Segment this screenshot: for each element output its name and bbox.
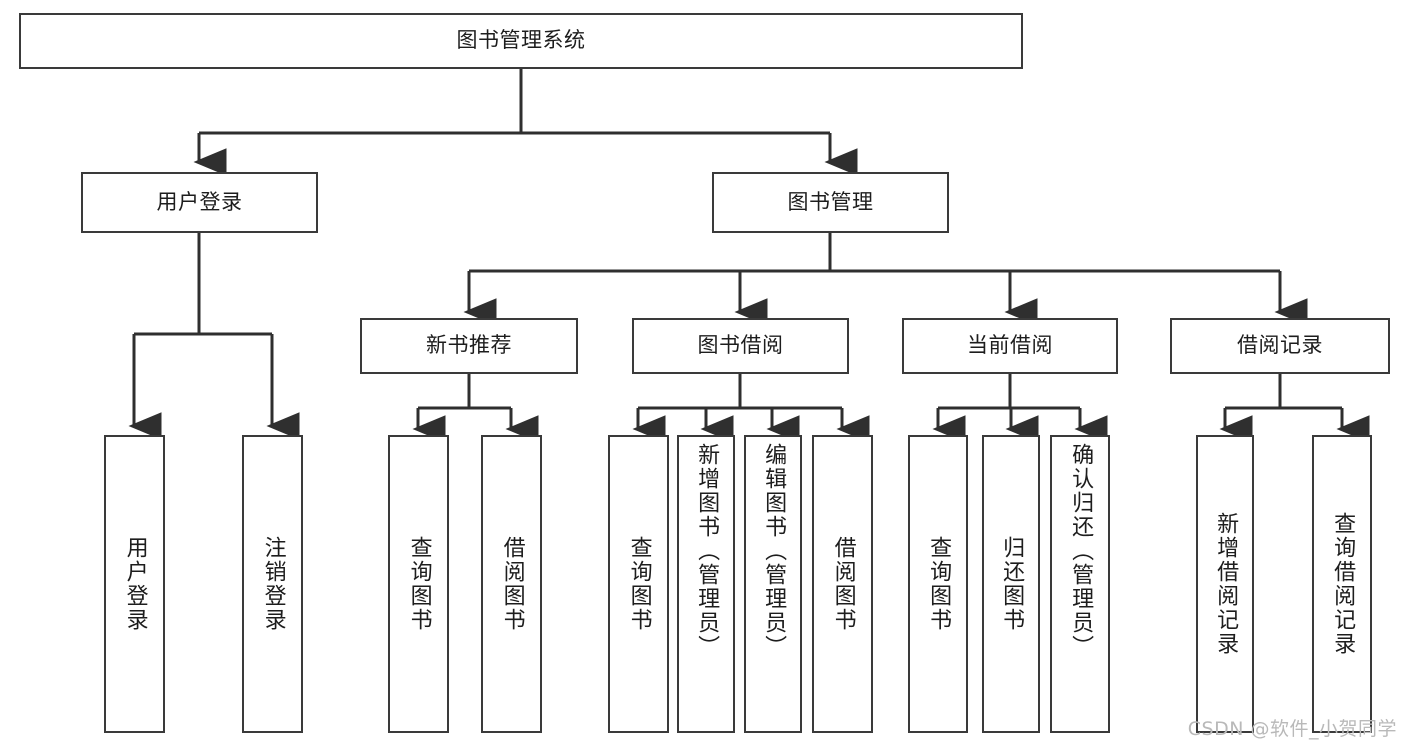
node-current-borrow-label: 当前借阅 — [967, 333, 1053, 358]
node-new-book-recommend-label: 新书推荐 — [426, 333, 512, 358]
node-borrow-record[interactable]: 借阅记录 — [1170, 318, 1390, 374]
node-leaf-borrow-book-bb-label: 借阅图书 — [830, 536, 856, 632]
node-user-login-label: 用户登录 — [156, 189, 243, 214]
node-leaf-query-book-cb[interactable]: 查询图书 — [908, 435, 968, 733]
node-book-borrow[interactable]: 图书借阅 — [632, 318, 849, 374]
node-book-manage[interactable]: 图书管理 — [712, 172, 949, 233]
node-leaf-add-borrow-record[interactable]: 新增借阅记录 — [1196, 435, 1254, 733]
node-user-login[interactable]: 用户登录 — [81, 172, 318, 233]
node-root-system[interactable]: 图书管理系统 — [19, 13, 1023, 69]
node-leaf-logout-label: 注销登录 — [260, 536, 286, 632]
csdn-watermark: CSDN @软件_小贺同学 — [1187, 718, 1397, 740]
node-leaf-query-book-nbr[interactable]: 查询图书 — [388, 435, 449, 733]
node-new-book-recommend[interactable]: 新书推荐 — [360, 318, 578, 374]
node-leaf-borrow-book-nbr-label: 借阅图书 — [499, 536, 525, 632]
node-leaf-logout[interactable]: 注销登录 — [242, 435, 303, 733]
node-leaf-edit-book-admin-label: 编辑图书（管理员） — [761, 443, 787, 659]
node-leaf-query-borrow-record-label: 查询借阅记录 — [1330, 512, 1356, 656]
node-book-manage-label: 图书管理 — [787, 189, 874, 214]
node-leaf-confirm-return-admin[interactable]: 确认归还（管理员） — [1050, 435, 1110, 733]
node-leaf-add-book-admin[interactable]: 新增图书（管理员） — [677, 435, 735, 733]
node-leaf-query-book-nbr-label: 查询图书 — [406, 536, 432, 632]
node-book-borrow-label: 图书借阅 — [697, 333, 784, 358]
node-current-borrow[interactable]: 当前借阅 — [902, 318, 1118, 374]
node-leaf-query-book-cb-label: 查询图书 — [926, 536, 952, 632]
node-leaf-return-book-label: 归还图书 — [999, 536, 1025, 632]
node-leaf-add-book-admin-label: 新增图书（管理员） — [694, 443, 720, 659]
node-leaf-borrow-book-nbr[interactable]: 借阅图书 — [481, 435, 542, 733]
node-leaf-return-book[interactable]: 归还图书 — [982, 435, 1040, 733]
node-leaf-user-login[interactable]: 用户登录 — [104, 435, 165, 733]
node-leaf-query-book-bb[interactable]: 查询图书 — [608, 435, 669, 733]
node-leaf-query-book-bb-label: 查询图书 — [626, 536, 652, 632]
node-borrow-record-label: 借阅记录 — [1237, 333, 1323, 358]
node-leaf-borrow-book-bb[interactable]: 借阅图书 — [812, 435, 873, 733]
node-leaf-confirm-return-admin-label: 确认归还（管理员） — [1068, 443, 1094, 659]
node-leaf-user-login-label: 用户登录 — [122, 536, 148, 632]
node-leaf-edit-book-admin[interactable]: 编辑图书（管理员） — [744, 435, 802, 733]
node-leaf-add-borrow-record-label: 新增借阅记录 — [1213, 512, 1239, 656]
node-leaf-query-borrow-record[interactable]: 查询借阅记录 — [1312, 435, 1372, 733]
node-root-system-label: 图书管理系统 — [456, 28, 586, 53]
